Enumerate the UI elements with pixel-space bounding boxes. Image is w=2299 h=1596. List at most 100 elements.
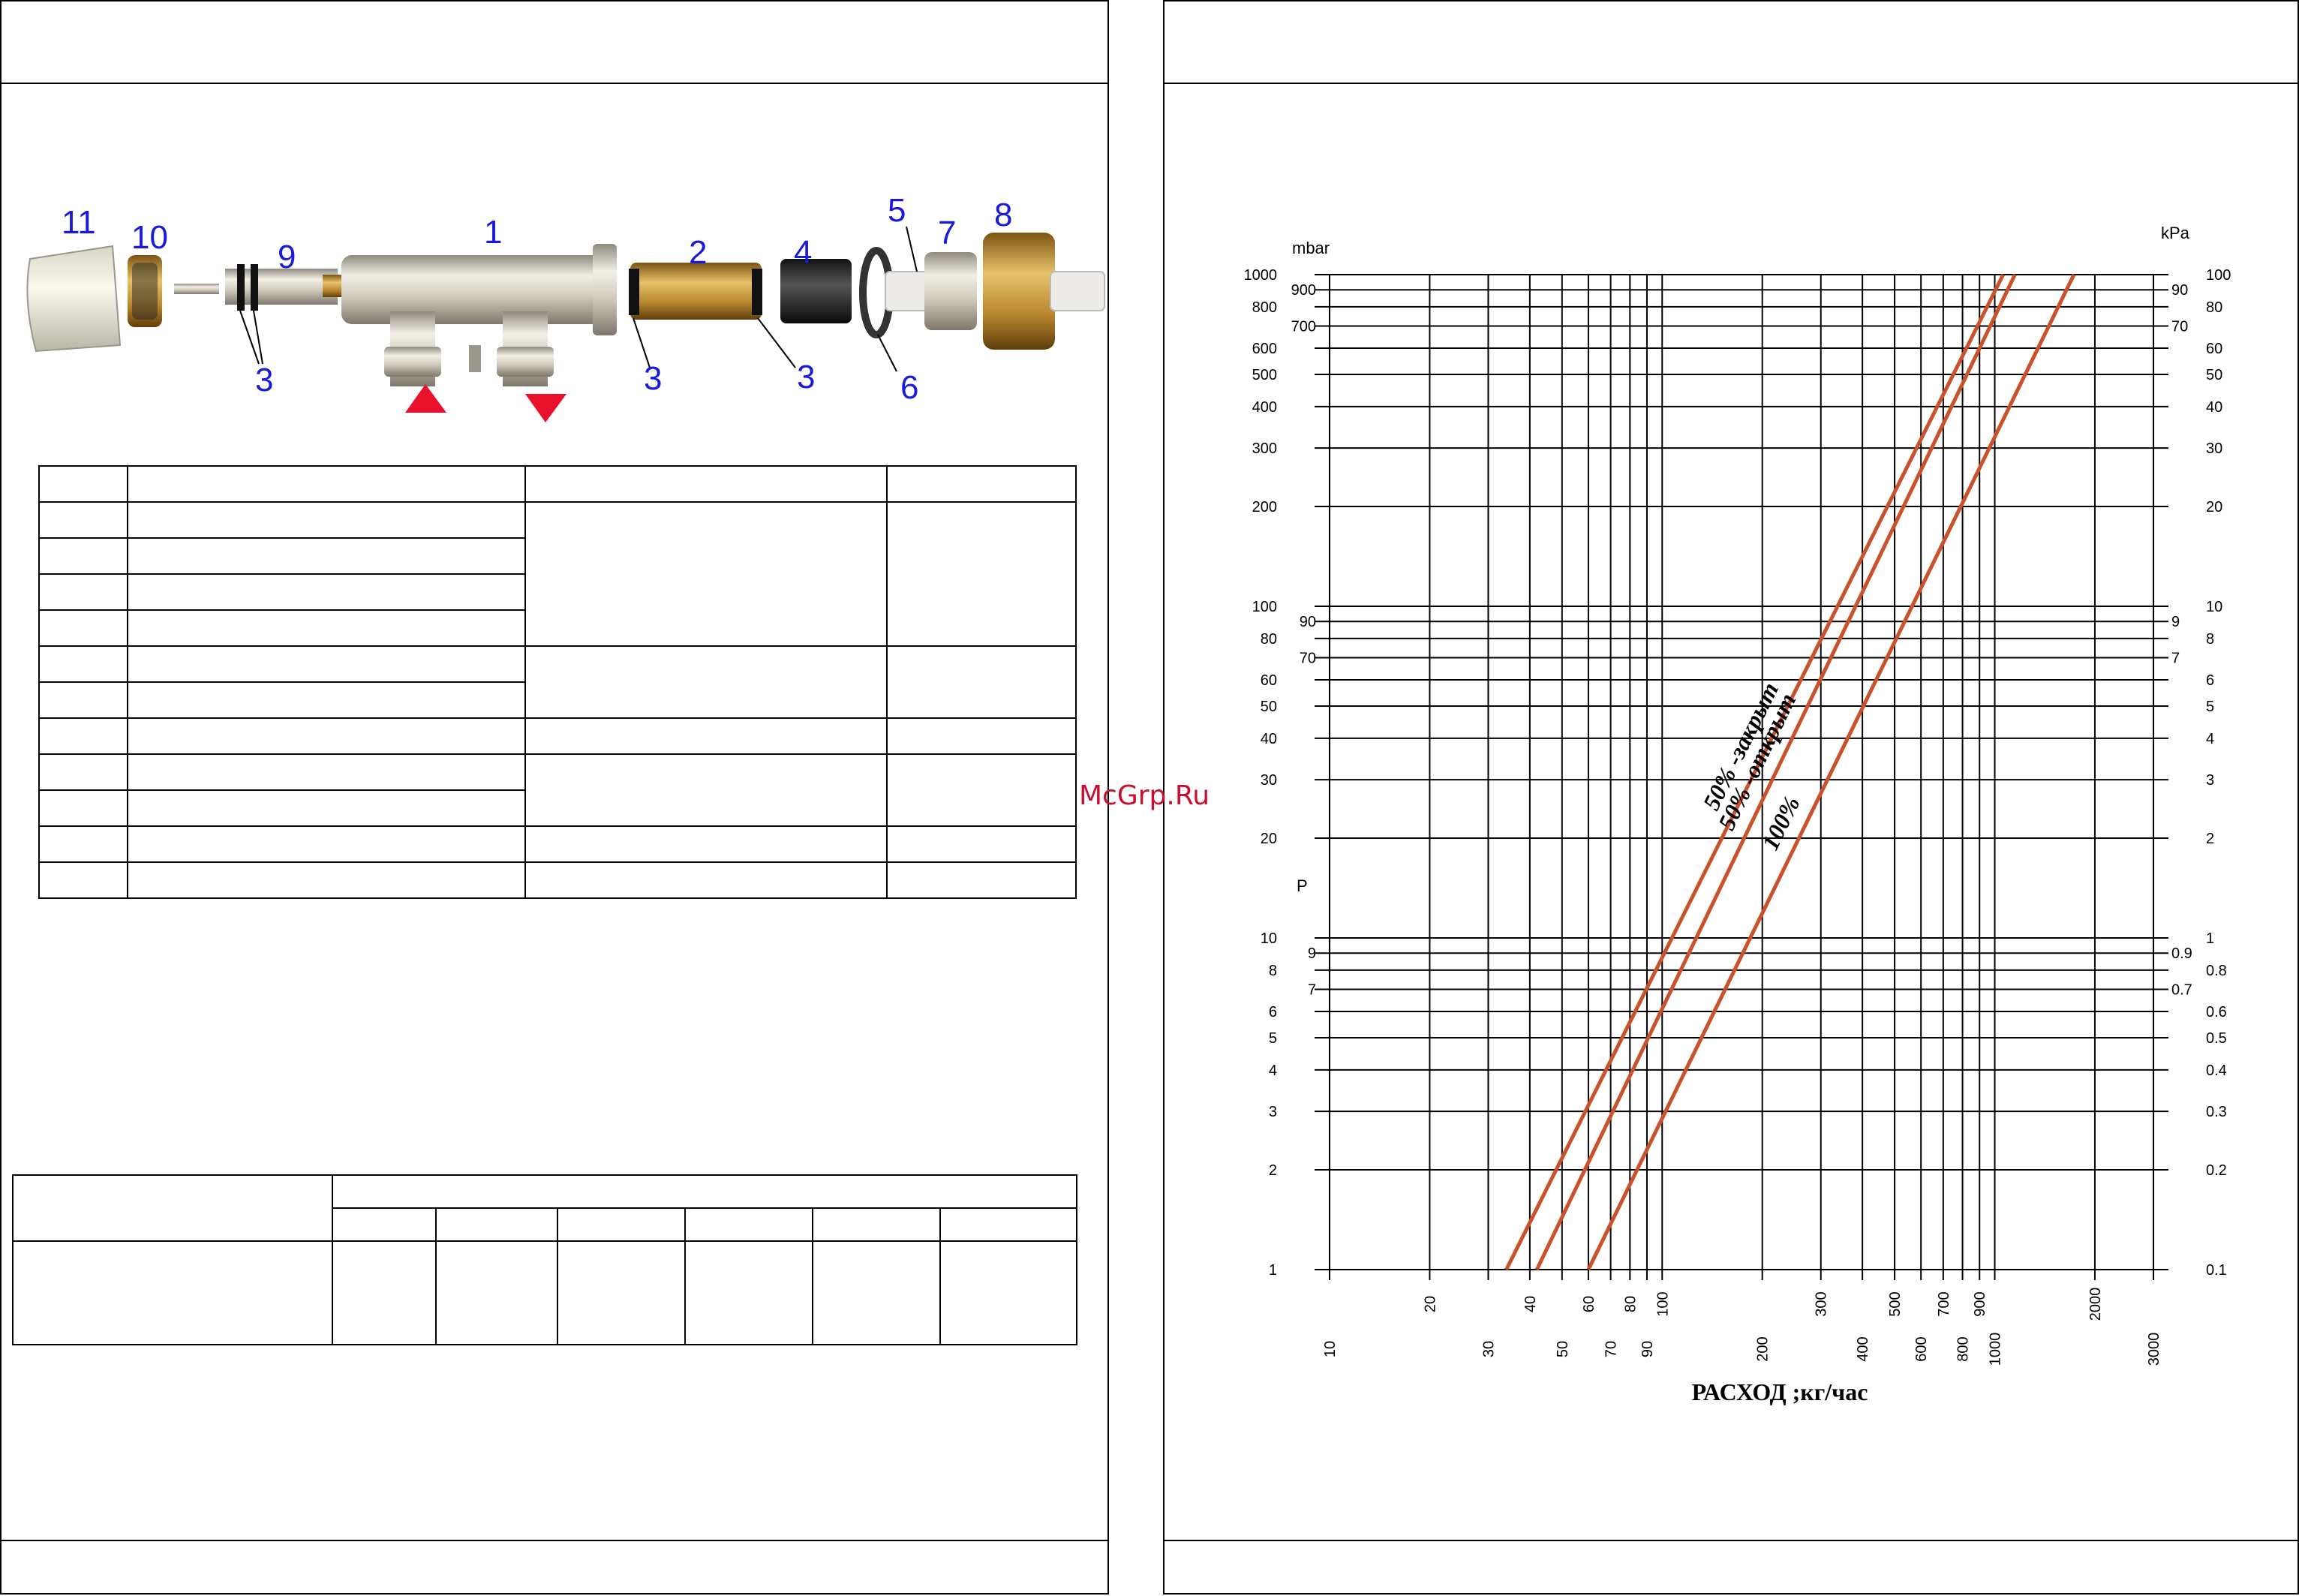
y-right-tick-label: 0.8 xyxy=(2206,963,2227,979)
y-left-tick-label: 200 xyxy=(1252,499,1277,515)
y-left-tick-label: 80 xyxy=(1261,631,1277,648)
callout-2: 2 xyxy=(689,234,708,271)
callout-8: 8 xyxy=(994,197,1013,233)
x-tick-label: 10 xyxy=(1322,1341,1339,1357)
y-left-tick-label: 700 xyxy=(1291,318,1316,335)
leader-lines xyxy=(239,226,918,372)
y-right-tick-label: 0.6 xyxy=(2206,1004,2227,1020)
y-right-tick-label: 70 xyxy=(2171,318,2188,335)
spindle-part-9 xyxy=(174,284,219,294)
x-tick-label: 400 xyxy=(1855,1336,1871,1361)
y-right-tick-label: 0.9 xyxy=(2171,945,2192,962)
x-tick-label: 600 xyxy=(1913,1336,1930,1361)
header-divider xyxy=(2,83,1107,84)
y-left-tick-label: 50 xyxy=(1261,699,1277,715)
y-right-tick-label: 5 xyxy=(2206,699,2214,715)
callout-1: 1 xyxy=(484,214,503,251)
insert-part-2 xyxy=(630,263,762,320)
footer-divider xyxy=(1165,1540,2297,1541)
x-tick-label: 90 xyxy=(1639,1341,1656,1357)
y-right-tick-label: 0.7 xyxy=(2171,981,2192,998)
x-tick-label: 700 xyxy=(1936,1291,1952,1316)
series-line xyxy=(1504,273,2005,1271)
callout-3b: 3 xyxy=(644,360,663,397)
x-tick-label: 3000 xyxy=(2146,1333,2162,1366)
y-left-tick-label: 60 xyxy=(1261,672,1277,689)
x-tick-label: 80 xyxy=(1622,1296,1639,1312)
x-tick-label: 60 xyxy=(1581,1296,1597,1312)
y-right-tick-label: 20 xyxy=(2206,499,2222,515)
y-right-tick-label: 90 xyxy=(2171,282,2188,299)
y-right-tick-label: 0.4 xyxy=(2206,1062,2227,1079)
union-part-8 xyxy=(983,233,1055,350)
y-left-tick-label: 8 xyxy=(1269,963,1277,979)
callout-6: 6 xyxy=(900,369,919,406)
x-tick-label: 300 xyxy=(1814,1291,1830,1316)
y-left-tick-label: 10 xyxy=(1261,930,1277,947)
valve-body-part-1 xyxy=(341,255,615,324)
x-tick-label: 900 xyxy=(1972,1291,1988,1316)
y-left-tick-label: 9 xyxy=(1308,945,1316,962)
y-right-tick-label: 2 xyxy=(2206,831,2214,847)
y-left-tick-label: 400 xyxy=(1252,399,1277,416)
y-right-tick-label: 30 xyxy=(2206,440,2222,457)
x-tick-label: 20 xyxy=(1422,1296,1438,1312)
y-right-tick-label: 1 xyxy=(2206,930,2214,947)
callout-5: 5 xyxy=(888,192,906,229)
right-page xyxy=(1163,0,2299,1594)
callout-10: 10 xyxy=(131,219,168,256)
y-left-tick-label: 70 xyxy=(1300,650,1316,666)
valve-exploded-view xyxy=(26,226,1105,422)
y-left-tick-label: 300 xyxy=(1252,440,1277,457)
footer-divider xyxy=(2,1540,1107,1541)
x-tick-label: 2000 xyxy=(2087,1288,2104,1321)
y-left-tick-label: 6 xyxy=(1269,1004,1277,1020)
series-line xyxy=(1586,273,2076,1271)
y-right-tick-label: 40 xyxy=(2206,399,2222,416)
x-tick-label: 200 xyxy=(1755,1336,1772,1361)
y-right-tick-label: 50 xyxy=(2206,367,2222,383)
x-tick-label: 70 xyxy=(1603,1341,1620,1357)
y-axis-label: P xyxy=(1297,876,1308,895)
specs-table xyxy=(12,1174,1077,1345)
y-right-tick-label: 0.1 xyxy=(2206,1262,2227,1279)
y-left-tick-label: 1 xyxy=(1269,1262,1277,1279)
x-tick-label: 100 xyxy=(1654,1291,1671,1316)
y-left-tick-label: 7 xyxy=(1308,981,1316,998)
y-left-tick-label: 4 xyxy=(1269,1062,1277,1079)
y-right-tick-label: 8 xyxy=(2206,631,2214,648)
y-left-tick-label: 90 xyxy=(1300,614,1316,630)
x-tick-label: 50 xyxy=(1555,1341,1571,1357)
y-left-tick-label: 100 xyxy=(1252,599,1277,615)
y-right-tick-label: 3 xyxy=(2206,772,2214,789)
y-left-tick-label: 800 xyxy=(1252,299,1277,316)
y-left-tick-label: 3 xyxy=(1269,1104,1277,1120)
y-right-tick-label: 4 xyxy=(2206,731,2214,747)
callout-4: 4 xyxy=(794,234,813,271)
y-right-tick-label: 0.5 xyxy=(2206,1030,2227,1047)
callout-11: 11 xyxy=(62,204,96,241)
x-tick-label: 800 xyxy=(1955,1336,1972,1361)
flow-out-arrow-icon xyxy=(525,394,566,422)
header-divider xyxy=(1165,83,2297,84)
callout-9: 9 xyxy=(278,239,296,275)
nut-part-4 xyxy=(780,259,852,323)
y-right-tick-label: 7 xyxy=(2171,650,2180,666)
y-left-tick-label: 1000 xyxy=(1244,267,1278,284)
y-left-tick-label: 500 xyxy=(1252,367,1277,383)
cap-part-11 xyxy=(26,245,122,353)
y-left-tick-label: 600 xyxy=(1252,341,1277,357)
y-right-unit: kPa xyxy=(2161,224,2190,242)
y-left-tick-label: 20 xyxy=(1261,831,1277,847)
y-left-unit: mbar xyxy=(1292,239,1330,257)
y-left-tick-label: 5 xyxy=(1269,1030,1277,1047)
series-line xyxy=(1535,273,2017,1271)
x-tick-label: 30 xyxy=(1480,1341,1497,1357)
callout-3a: 3 xyxy=(255,362,274,398)
x-tick-label: 1000 xyxy=(1988,1333,2004,1366)
y-left-tick-label: 30 xyxy=(1261,772,1277,789)
flow-in-arrow-icon xyxy=(405,384,446,413)
watermark-text: McGrp.Ru xyxy=(1079,780,1210,811)
callout-3c: 3 xyxy=(797,359,816,395)
